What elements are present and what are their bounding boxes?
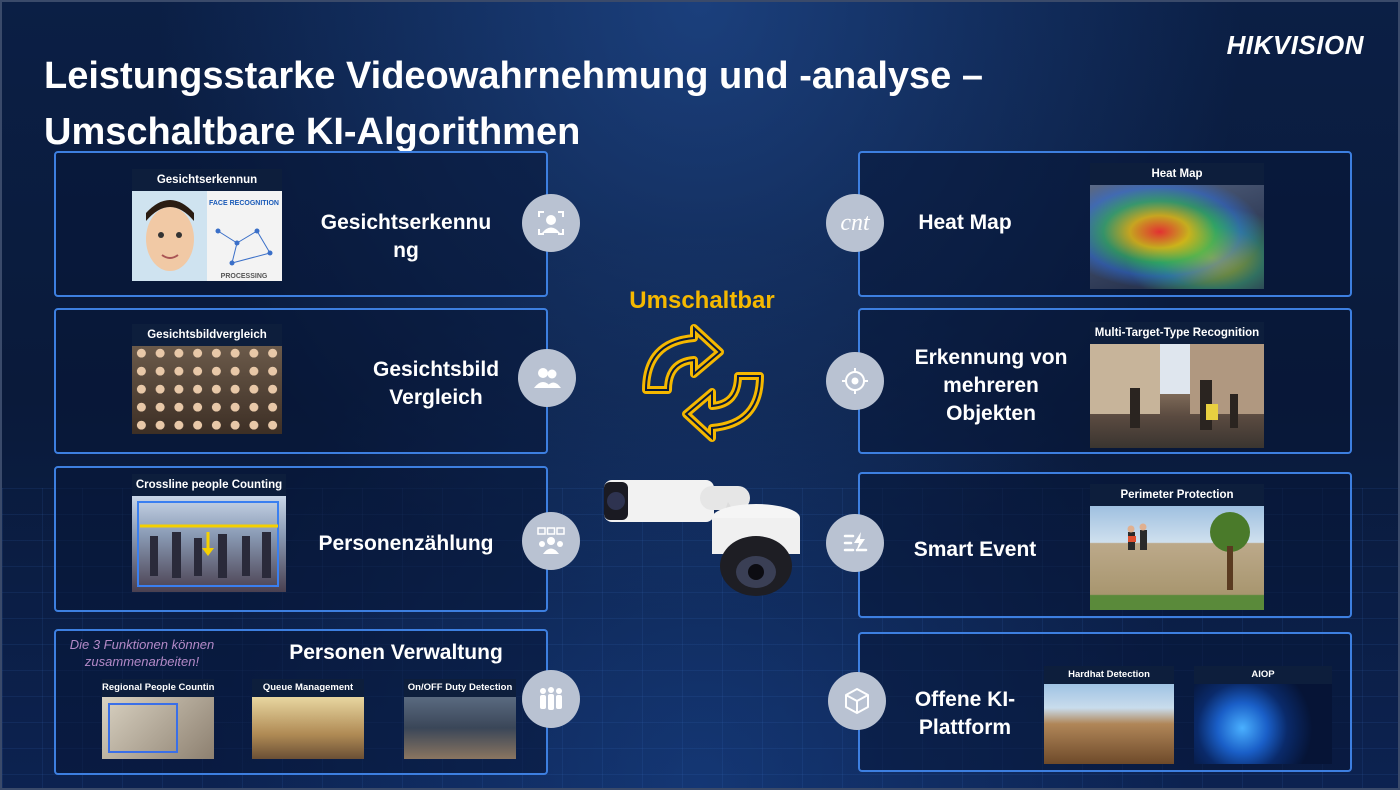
title-line-2: Umschaltbare KI-Algorithmen <box>44 111 581 153</box>
street-illustration <box>1090 344 1264 430</box>
cnt-icon-text: cnt <box>840 209 870 236</box>
card-label: Personenzählung <box>318 532 494 555</box>
thumb-face-comparison: Gesichtsbildvergleich <box>132 324 282 434</box>
note-text: Die 3 Funktionen können zusammenarbeiten… <box>69 637 215 669</box>
title-line-1: Leistungsstarke Videowahrnehmung und -an… <box>44 55 983 97</box>
card-heat-map[interactable]: Heat Map Heat Map <box>858 151 1352 297</box>
center-label: Umschaltbar <box>629 287 775 314</box>
two-people-icon[interactable] <box>518 349 576 407</box>
card-smart-event[interactable]: Smart Event Perimeter Protection <box>858 472 1352 618</box>
card-label: Erkennung von mehreren Objekten <box>914 346 1068 425</box>
thumb-caption: Queue Management <box>252 679 364 697</box>
thumb-caption: Multi-Target-Type Recognition <box>1090 322 1264 344</box>
hikvision-logo: HIKVISION <box>1226 30 1364 60</box>
face-recognition-text: FACE RECOGNITION <box>209 200 279 207</box>
thumb-caption: AIOP <box>1194 666 1332 684</box>
thumb-caption: On/OFF Duty Detection <box>404 679 516 697</box>
thumb-caption: Gesichtserkennun <box>132 169 282 191</box>
thumb-perimeter-protection: Perimeter Protection <box>1090 484 1264 610</box>
thumb-caption: Perimeter Protection <box>1090 484 1264 506</box>
card-label: Personen Verwaltung <box>289 641 503 664</box>
card-people-management[interactable]: Personen Verwaltung Regional People Coun… <box>54 629 548 775</box>
thumb-hardhat-detection: Hardhat Detection <box>1044 666 1174 764</box>
camera-illustration <box>604 480 800 596</box>
thumb-regional-counting: Regional People Counting <box>102 679 214 759</box>
thumb-caption: Crossline people Counting <box>132 474 286 496</box>
page-title: Leistungsstarke Videowahrnehmung und -an… <box>44 48 1104 160</box>
target-icon[interactable] <box>826 352 884 410</box>
card-people-counting[interactable]: Crossline people Counting Personenzählun… <box>54 466 548 612</box>
processing-text: PROCESSING <box>221 273 268 280</box>
card-label: Gesichtserkennu ng <box>320 211 492 262</box>
card-label: Gesichtsbild Vergleich <box>372 358 500 409</box>
switch-arrows-icon <box>642 324 764 442</box>
face-illustration: FACE RECOGNITION PROCESSING <box>132 191 279 281</box>
cnt-icon[interactable]: cnt <box>826 194 884 252</box>
card-label: Heat Map <box>918 211 1012 234</box>
smart-event-icon[interactable] <box>826 514 884 572</box>
thumb-multi-target: Multi-Target-Type Recognition <box>1090 322 1264 448</box>
cube-icon[interactable] <box>828 672 886 730</box>
group-icon[interactable] <box>522 670 580 728</box>
thumb-face-recognition: Gesichtserkennun FACE RECOGNITION PRO <box>132 169 282 281</box>
card-face-recognition[interactable]: Gesichtserkennun FACE RECOGNITION PRO <box>54 151 548 297</box>
crossline-illustration <box>137 501 279 587</box>
people-count-icon[interactable] <box>522 512 580 570</box>
thumb-aiop: AIOP <box>1194 666 1332 764</box>
card-open-ai-platform[interactable]: Offene KI- Plattform Hardhat Detection A… <box>858 632 1352 772</box>
thumb-queue-management: Queue Management <box>252 679 364 759</box>
thumb-duty-detection: On/OFF Duty Detection <box>404 679 516 759</box>
card-face-comparison[interactable]: Gesichtsbildvergleich Gesichtsbild Vergl… <box>54 308 548 454</box>
card-multi-target[interactable]: Erkennung von mehreren Objekten Multi-Ta… <box>858 308 1352 454</box>
thumb-caption: Hardhat Detection <box>1044 666 1174 684</box>
fence-illustration <box>1127 512 1250 590</box>
thumb-caption: Gesichtsbildvergleich <box>132 324 282 346</box>
card-label: Smart Event <box>913 538 1037 561</box>
face-scan-icon[interactable] <box>522 194 580 252</box>
thumb-caption: Regional People Counting <box>102 679 214 697</box>
thumb-caption: Heat Map <box>1090 163 1264 185</box>
card-label: Offene KI- Plattform <box>914 688 1016 739</box>
thumb-heat-map: Heat Map <box>1090 163 1264 289</box>
thumb-people-counting: Crossline people Counting <box>132 474 286 592</box>
